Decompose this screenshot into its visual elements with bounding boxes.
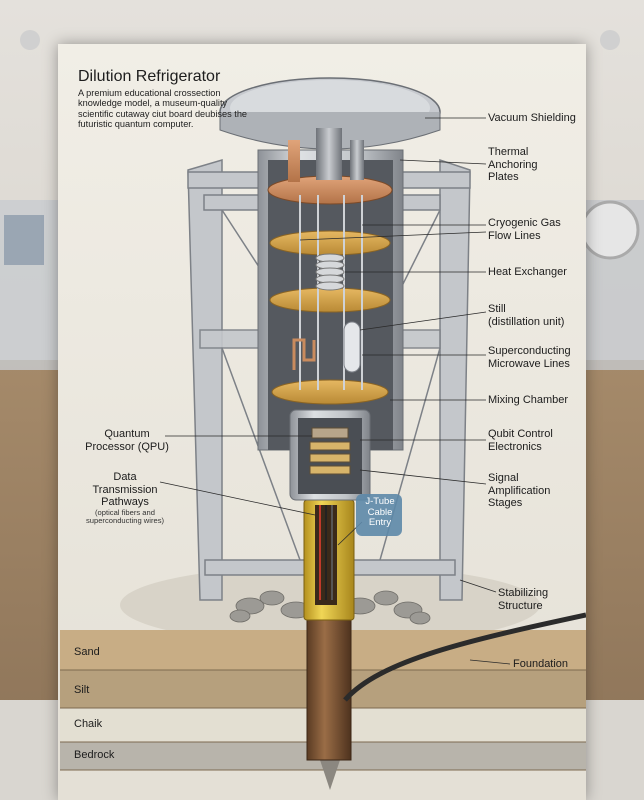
label-vacuum-shielding: Vacuum Shielding (488, 112, 576, 124)
label-foundation: Foundation (513, 658, 569, 670)
label-mixing-chamber: Mixing Chamber (488, 394, 569, 406)
label-heat-exchanger: Heat Exchanger (488, 266, 567, 278)
still-unit (343, 321, 361, 373)
label-signal-amplification-stages: Signal Amplification Stages (488, 472, 551, 509)
thermal-plate-3 (271, 379, 389, 405)
page-title: Dilution Refrigerator (78, 68, 221, 85)
label-quantum-processor: Quantum Processor (QPU) (85, 428, 169, 453)
label-cryogenic-gas-flow-lines: Cryogenic Gas Flow Lines (488, 217, 561, 242)
j-tube-callout (356, 494, 402, 536)
leader-lines (159, 117, 511, 665)
label-j-tube-cable-entry: J-Tube Cable Entry (365, 496, 395, 528)
heat-exchanger-coil (315, 253, 345, 291)
qpu-stack (309, 427, 351, 475)
soil-label-silt: Silt (74, 684, 90, 696)
copper-plate (267, 175, 393, 205)
soil-label-bedrock: Bedrock (74, 749, 115, 761)
soil-label-chalk: Chaik (74, 718, 103, 730)
label-still: Still (distillation unit) (488, 303, 565, 328)
soil-label-sand: Sand (74, 646, 100, 658)
label-superconducting-microwave-lines: Superconducting Microwave Lines (488, 345, 571, 370)
copper-pipe-loop (292, 338, 316, 370)
thermal-plate-2 (269, 287, 391, 313)
foundation-shaft (306, 599, 352, 761)
label-data-transmission-pathways: Data Transmission Pathways (optical fibe… (85, 471, 165, 526)
display-board (58, 44, 586, 800)
cutaway-illustration (58, 44, 586, 800)
label-thermal-anchoring-plates: Thermal Anchoring Plates (488, 146, 538, 183)
data-cable (343, 612, 586, 702)
label-stabilizing-structure: Stabilizing Structure (498, 587, 549, 612)
label-qubit-control-electronics: Qubit Control Electronics (488, 428, 553, 453)
page-subtitle: A premium educational crossection knowle… (78, 88, 248, 130)
thermal-plate-1 (269, 230, 391, 256)
